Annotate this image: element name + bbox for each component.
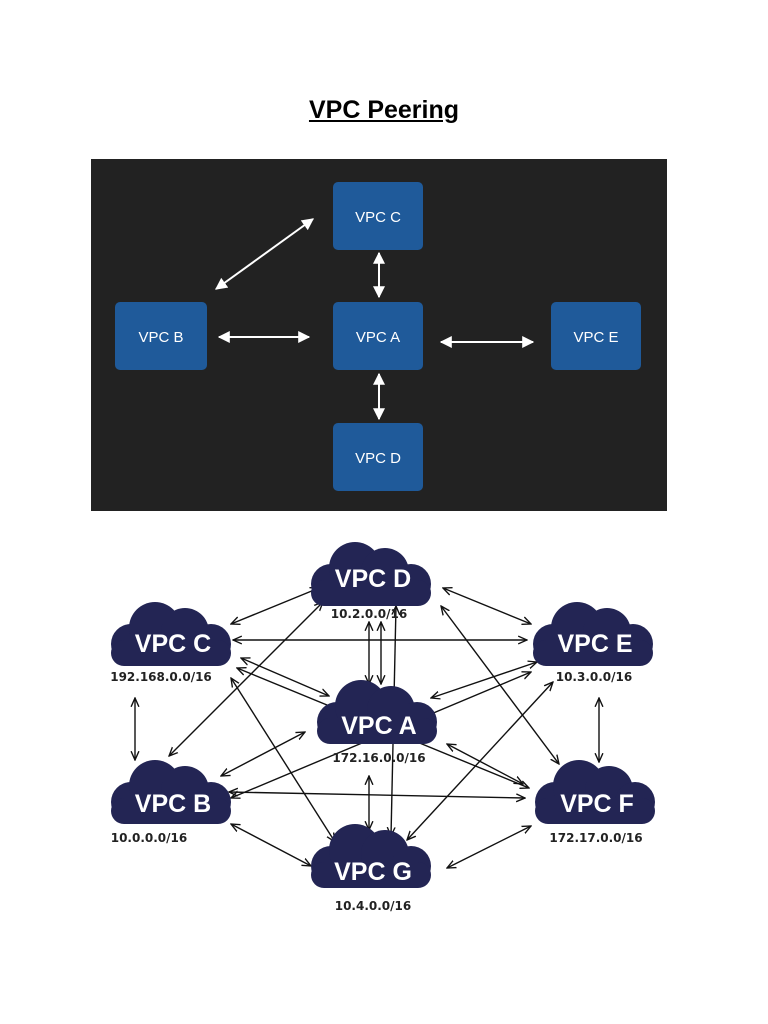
- svg-text:VPC C: VPC C: [135, 630, 211, 658]
- svg-text:VPC D: VPC D: [335, 565, 411, 593]
- page-title: VPC Peering: [308, 96, 460, 124]
- vpc-box-c: VPC C: [333, 182, 423, 250]
- svg-text:192.168.0.0/16: 192.168.0.0/16: [110, 670, 212, 684]
- svg-text:10.0.0.0/16: 10.0.0.0/16: [111, 831, 188, 845]
- vpc-cloud-c: VPC C 192.168.0.0/16: [110, 602, 231, 684]
- svg-text:VPC E: VPC E: [557, 630, 632, 658]
- svg-text:VPC E: VPC E: [573, 329, 618, 346]
- link-b-f: [229, 792, 525, 798]
- svg-text:10.4.0.0/16: 10.4.0.0/16: [335, 899, 412, 913]
- svg-text:172.16.0.0/16: 172.16.0.0/16: [332, 751, 425, 765]
- svg-text:VPC A: VPC A: [341, 712, 416, 740]
- link-f-g: [447, 826, 531, 868]
- svg-text:VPC B: VPC B: [135, 790, 211, 818]
- svg-text:VPC A: VPC A: [356, 329, 400, 346]
- vpc-box-a: VPC A: [333, 302, 423, 370]
- vpc-cloud-e: VPC E 10.3.0.0/16: [533, 602, 653, 684]
- vpc-box-d: VPC D: [333, 423, 423, 491]
- svg-text:VPC F: VPC F: [560, 790, 634, 818]
- vpc-mesh-diagram: VPC D 10.2.0.0/16 VPC C 192.168.0.0/16 V…: [110, 542, 655, 913]
- link-d-e: [443, 588, 531, 624]
- link-b-c: [215, 218, 314, 290]
- vpc-box-e: VPC E: [551, 302, 641, 370]
- vpc-box-b: VPC B: [115, 302, 207, 370]
- vpc-cloud-g: VPC G 10.4.0.0/16: [311, 824, 431, 913]
- svg-text:10.2.0.0/16: 10.2.0.0/16: [331, 607, 408, 621]
- link-a-b: [221, 732, 305, 776]
- svg-text:10.3.0.0/16: 10.3.0.0/16: [556, 670, 633, 684]
- svg-text:172.17.0.0/16: 172.17.0.0/16: [549, 831, 642, 845]
- svg-text:VPC C: VPC C: [355, 209, 401, 226]
- svg-text:VPC B: VPC B: [138, 329, 183, 346]
- vpc-cloud-a: VPC A 172.16.0.0/16: [317, 680, 437, 765]
- link-c-a: [241, 658, 329, 696]
- svg-text:VPC D: VPC D: [355, 450, 401, 467]
- vpc-hub-diagram: VPC C VPC B VPC A VPC E VPC D: [91, 159, 667, 511]
- svg-text:VPC G: VPC G: [334, 858, 412, 886]
- link-a-f: [447, 744, 523, 784]
- vpc-cloud-f: VPC F 172.17.0.0/16: [535, 760, 655, 845]
- vpc-cloud-b: VPC B 10.0.0.0/16: [111, 760, 231, 845]
- link-b-g: [231, 824, 311, 866]
- link-e-a: [431, 662, 537, 698]
- vpc-cloud-d: VPC D 10.2.0.0/16: [311, 542, 431, 621]
